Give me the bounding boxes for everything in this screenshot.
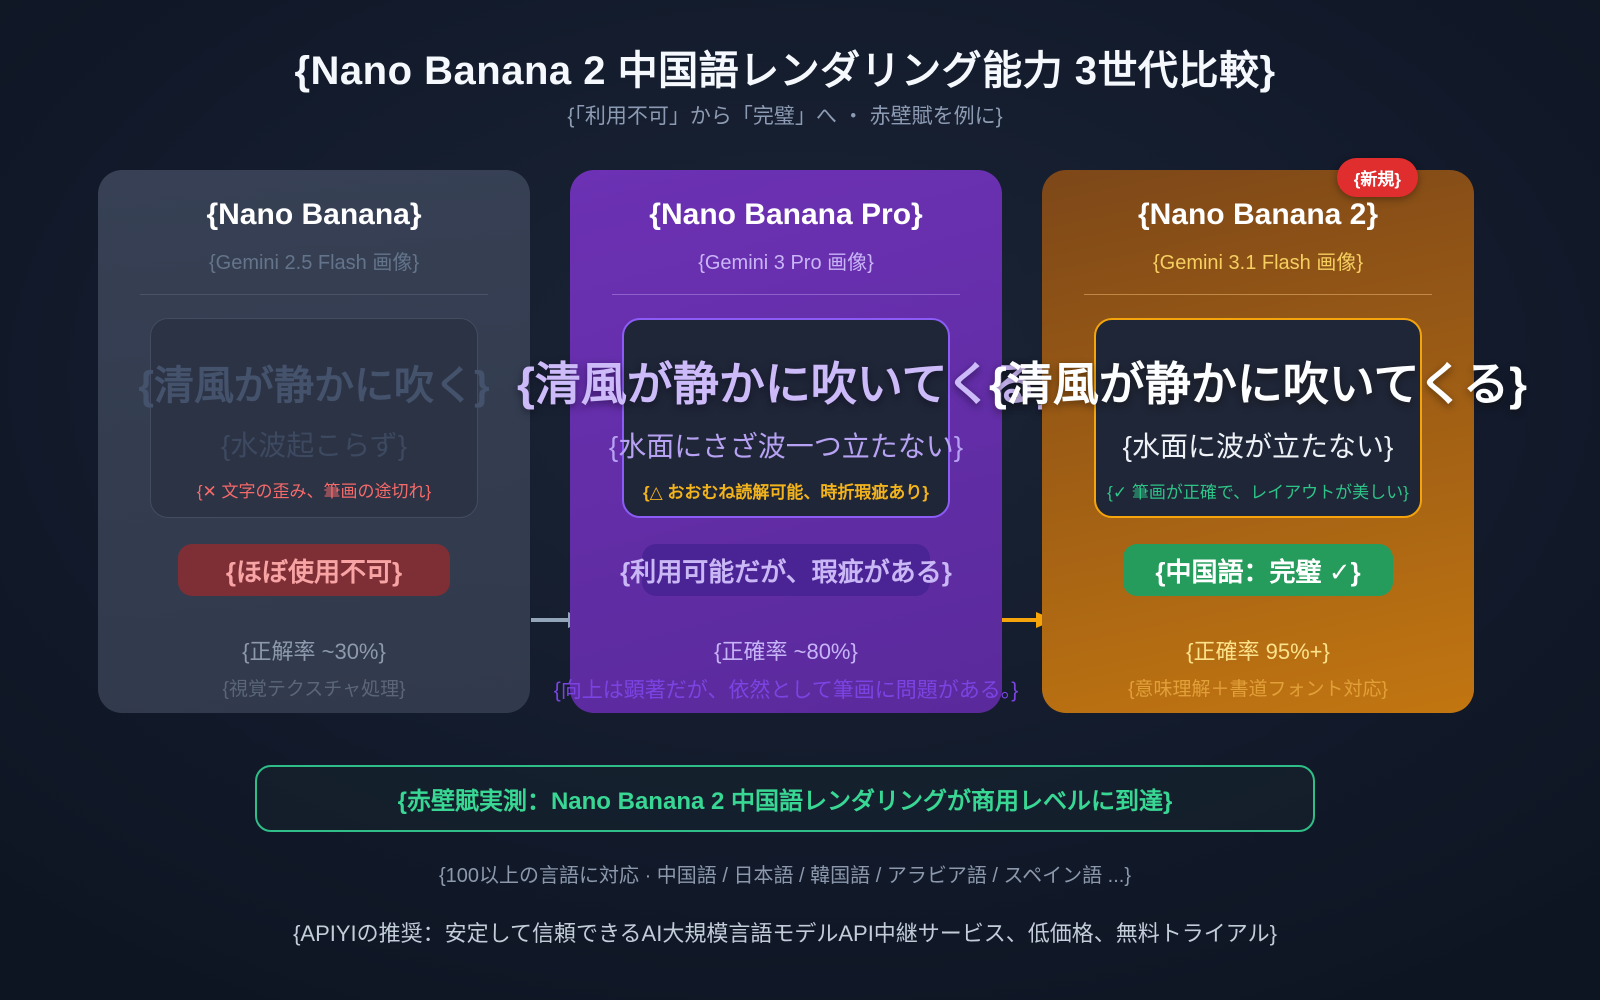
divider — [1084, 294, 1432, 295]
conclusion-banner: {赤壁賦実測：Nano Banana 2 中国語レンダリングが商用レベルに到達} — [255, 765, 1315, 832]
sample-text-primary: {清風が静かに吹いてくる} — [988, 358, 1528, 410]
card-name: {Nano Banana 2} — [1137, 198, 1379, 231]
sample-render-box: {清風が静かに吹いてくる} {水面に波が立たない} {✓ 筆画が正確で、レイアウ… — [989, 318, 1527, 518]
accuracy-stat: {正確率 ~80%} — [714, 639, 858, 664]
card-model-label: {Gemini 2.5 Flash 画像} — [208, 252, 420, 274]
accuracy-stat: {正確率 95%+} — [1186, 639, 1330, 664]
sample-render-box: {清風が静かに吹く} {水波起こらず} {✕ 文字の歪み、筆画の途切れ} — [138, 318, 490, 518]
card-name: {Nano Banana} — [206, 198, 422, 231]
card-nano-banana-pro: {Nano Banana Pro} {Gemini 3 Pro 画像} {清風が… — [517, 170, 1055, 713]
page-title: {Nano Banana 2 中国語レンダリング能力 3世代比較} — [294, 49, 1276, 93]
card-nano-banana-2: {新規} {Nano Banana 2} {Gemini 3.1 Flash 画… — [989, 158, 1527, 713]
page-subtitle: {「利用不可」から「完璧」へ ・ 赤壁賦を例に} — [567, 105, 1003, 128]
card-nano-banana: {Nano Banana} {Gemini 2.5 Flash 画像} {清風が… — [98, 170, 530, 713]
card-model-label: {Gemini 3 Pro 画像} — [698, 252, 874, 274]
card-name: {Nano Banana Pro} — [649, 198, 923, 231]
conclusion-banner-label: {赤壁賦実測：Nano Banana 2 中国語レンダリングが商用レベルに到達} — [397, 788, 1173, 815]
new-badge: {新規} — [1336, 158, 1418, 197]
sample-assessment-note: {✕ 文字の歪み、筆画の途切れ} — [196, 482, 432, 501]
supported-languages-line: {100以上の言語に対応 · 中国語 / 日本語 / 韓国語 / アラビア語 /… — [438, 865, 1131, 887]
divider — [612, 294, 960, 295]
verdict-badge: {中国語：完璧 ✓} — [1123, 544, 1393, 596]
sample-text-primary: {清風が静かに吹く} — [138, 364, 490, 408]
verdict-badge-label: {ほぼ使用不可} — [225, 556, 403, 587]
capability-note: {意味理解＋書道フォント対応} — [1128, 679, 1388, 700]
sample-text-secondary: {水波起こらず} — [220, 430, 408, 461]
capability-note: {視覚テクスチャ処理} — [222, 679, 406, 700]
verdict-badge-label: {利用可能だが、瑕疵がある} — [620, 556, 952, 587]
sample-text-primary: {清風が静かに吹いてくる} — [516, 358, 1056, 410]
sample-render-box: {清風が静かに吹いてくる} {水面にさざ波一つ立たない} {△ おおむね読解可能… — [517, 318, 1055, 518]
verdict-badge: {利用可能だが、瑕疵がある} — [620, 544, 952, 596]
verdict-badge-label: {中国語：完璧 ✓} — [1155, 556, 1361, 587]
sample-assessment-note: {△ おおむね読解可能、時折瑕疵あり} — [642, 483, 930, 502]
comparison-cards-row: {Nano Banana} {Gemini 2.5 Flash 画像} {清風が… — [98, 158, 1527, 713]
sample-text-secondary: {水面に波が立たない} — [1122, 431, 1394, 462]
sample-text-secondary: {水面にさざ波一つ立たない} — [608, 431, 964, 462]
sample-assessment-note: {✓ 筆画が正確で、レイアウトが美しい} — [1107, 483, 1409, 502]
divider — [140, 294, 488, 295]
accuracy-stat: {正解率 ~30%} — [242, 639, 386, 664]
verdict-badge: {ほぼ使用不可} — [178, 544, 450, 596]
card-model-label: {Gemini 3.1 Flash 画像} — [1152, 252, 1364, 274]
recommendation-line: {APIYIの推奨：安定して信頼できるAI大規模言語モデルAPI中継サービス、低… — [293, 921, 1277, 946]
capability-note: {向上は顕著だが、依然として筆画に問題がある。} — [553, 679, 1019, 702]
